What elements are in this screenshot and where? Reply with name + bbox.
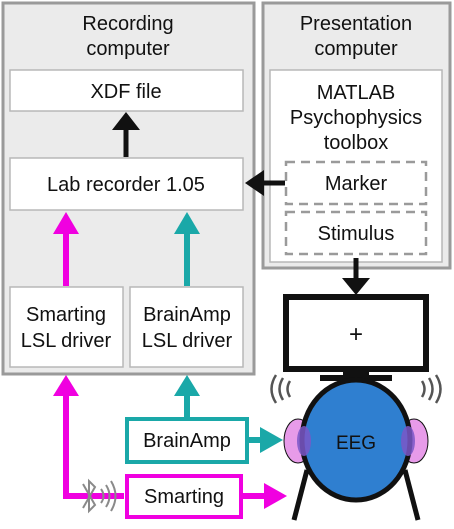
brainamp-to-driver-arrow <box>174 375 200 418</box>
smarting-wireless-path <box>53 375 124 499</box>
smarting-amplifier-box: Smarting <box>125 474 243 519</box>
smarting-stream-arrow <box>53 212 79 286</box>
xdf-file-box <box>9 69 244 112</box>
smarting-amplifier-label: Smarting <box>144 486 224 508</box>
brainamp-amplifier-box: BrainAmp <box>125 417 249 464</box>
presentation-computer-panel: Presentation computer MATLAB Psychophysi… <box>261 1 452 270</box>
toolbox-line1: MATLAB <box>317 82 396 104</box>
lab-recorder-to-xdf-arrow <box>112 112 140 157</box>
smarting-driver-box <box>9 286 124 368</box>
presentation-computer-title-line1: Presentation <box>300 13 412 35</box>
eeg-label: EEG <box>336 433 376 454</box>
brainamp-driver-line1: BrainAmp <box>143 304 231 326</box>
speaker-left-icon <box>270 374 292 404</box>
brainamp-stream-arrow <box>174 212 200 286</box>
brainamp-amplifier-label: BrainAmp <box>143 430 231 452</box>
brainamp-to-head-arrow <box>248 427 283 453</box>
presentation-computer-title-line2: computer <box>314 38 398 60</box>
recording-computer-panel: Recording computer XDF file Lab recorder… <box>1 1 256 376</box>
monitor-icon: + <box>283 294 429 381</box>
lab-recorder-label: Lab recorder 1.05 <box>47 174 205 196</box>
bluetooth-icon <box>82 478 117 514</box>
recording-computer-title-line1: Recording <box>82 13 173 35</box>
stimulus-box <box>284 210 428 256</box>
stimulus-to-monitor-arrow <box>342 258 370 295</box>
smarting-driver-line1: Smarting <box>26 304 106 326</box>
marker-box <box>284 160 428 206</box>
speaker-right-icon <box>420 374 442 404</box>
lab-recorder-box <box>9 157 244 211</box>
xdf-file-label: XDF file <box>90 81 161 103</box>
head-icon: EEG <box>283 377 429 521</box>
toolbox-line3: toolbox <box>324 132 389 154</box>
toolbox-line2: Psychophysics <box>290 107 422 129</box>
marker-to-lab-recorder-arrow <box>245 170 285 196</box>
smarting-to-head-arrow <box>242 483 287 509</box>
recording-computer-title-line2: computer <box>86 38 170 60</box>
brainamp-driver-line2: LSL driver <box>142 330 233 352</box>
brainamp-driver-box <box>129 286 244 368</box>
fixation-cross: + <box>349 321 363 348</box>
smarting-driver-line2: LSL driver <box>21 330 112 352</box>
marker-label: Marker <box>325 173 388 195</box>
stimulus-label: Stimulus <box>318 223 395 245</box>
